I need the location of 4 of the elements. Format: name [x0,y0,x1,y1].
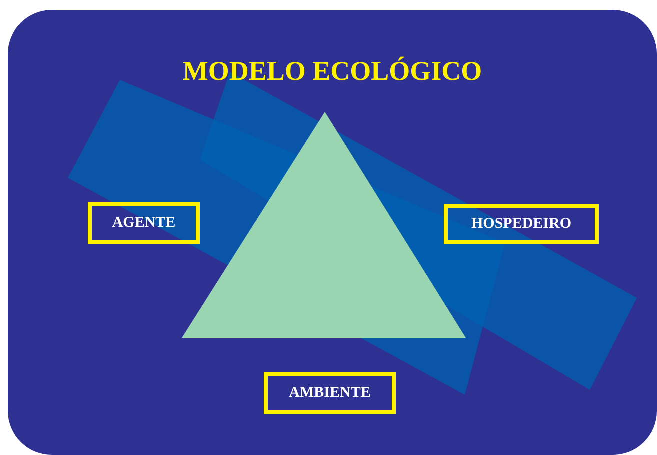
label-box: AMBIENTE [264,372,396,414]
label-box: HOSPEDEIRO [444,204,599,244]
title: MODELO ECOLÓGICO [182,56,484,87]
label-box: AGENTE [88,202,200,244]
